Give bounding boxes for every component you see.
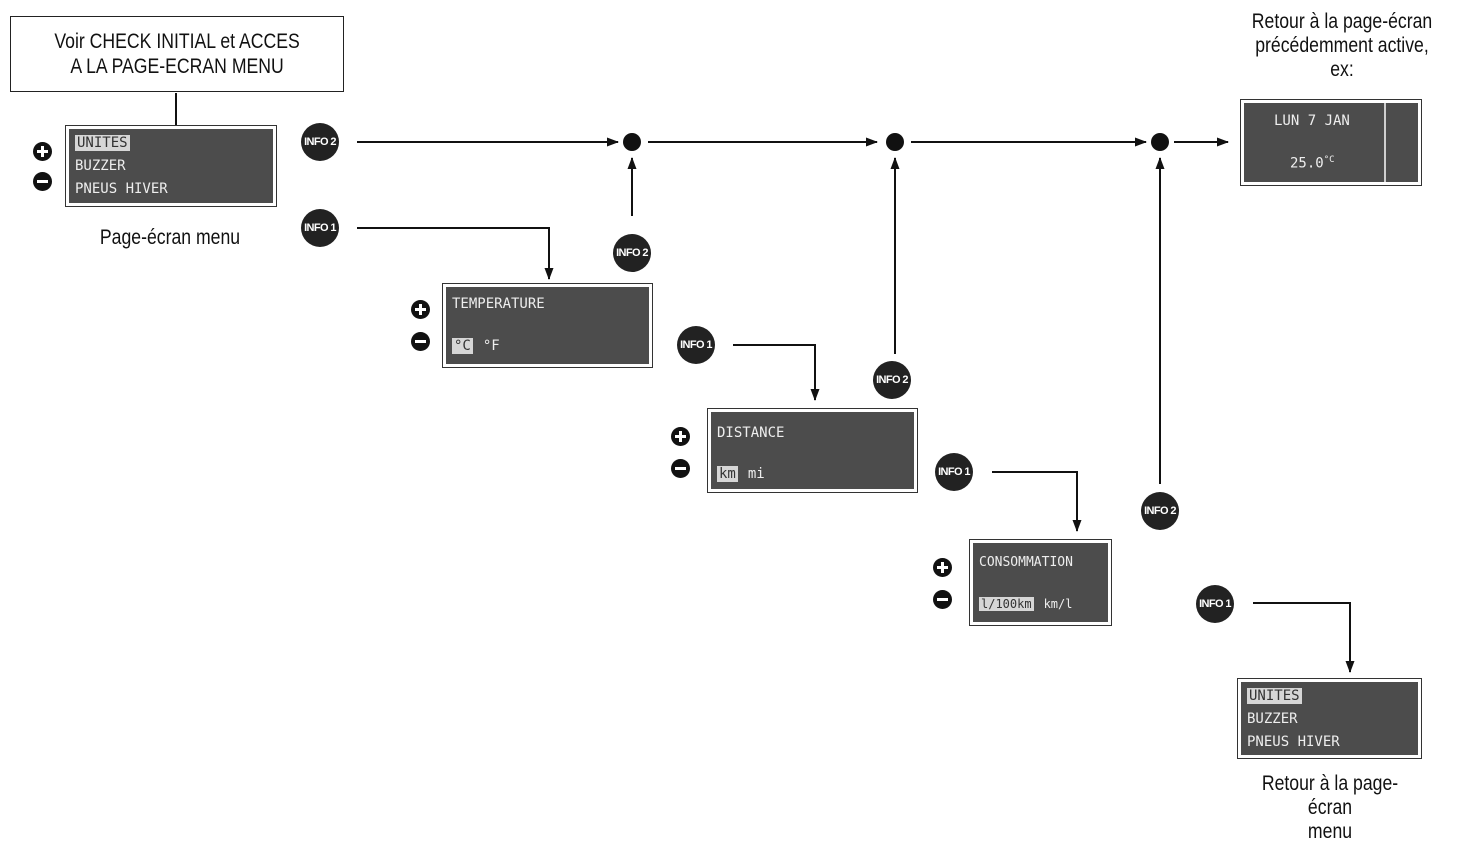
info2-button: INFO 2 (613, 234, 651, 272)
temperature-screen: TEMPERATURE °C °F (442, 283, 653, 368)
start-line-1: Voir CHECK INITIAL et ACCES (54, 30, 300, 53)
menu-item-pneus-hiver: PNEUS HIVER (1247, 734, 1340, 750)
junction-dot-1 (623, 133, 641, 151)
menu-screen: UNITES BUZZER PNEUS HIVER (65, 125, 277, 207)
return-menu-line-1: Retour à la page-écran (1261, 772, 1399, 819)
plus-icon (33, 142, 52, 161)
return-menu-line-2: menu (1307, 820, 1353, 843)
temperature-title: TEMPERATURE (452, 296, 545, 312)
example-temperature-unit: °C (1323, 155, 1335, 165)
info1-to-consumption-arrow (992, 471, 1082, 532)
plus-icon (411, 300, 430, 319)
plus-icon (933, 558, 952, 577)
minus-icon (411, 332, 430, 351)
menu-item-buzzer: BUZZER (1247, 711, 1298, 727)
menu-item-buzzer: BUZZER (75, 158, 126, 174)
plus-icon (671, 427, 690, 446)
flow-connectors (175, 93, 1355, 673)
info1-button: INFO 1 (677, 326, 715, 364)
return-active-line-2: précédemment active, (1255, 34, 1429, 57)
option-fahrenheit: °F (482, 338, 500, 354)
info1-button: INFO 1 (1196, 585, 1234, 623)
return-active-line-3: ex: (1330, 58, 1354, 81)
option-celsius: °C (452, 338, 473, 354)
minus-icon (33, 172, 52, 191)
start-instruction-box: Voir CHECK INITIAL et ACCES A LA PAGE-EC… (10, 16, 344, 92)
info2-button: INFO 2 (301, 123, 339, 161)
example-temperature: 25.0 (1290, 155, 1324, 172)
option-mi: mi (747, 466, 765, 482)
info2-button: INFO 2 (873, 361, 911, 399)
return-active-caption: Retour à la page-écran précédemment acti… (1246, 10, 1438, 82)
minus-icon (671, 459, 690, 478)
menu-screen-caption: Page-écran menu (99, 226, 241, 249)
return-active-line-1: Retour à la page-écran (1251, 10, 1433, 33)
option-km: km (717, 466, 738, 482)
menu-item-unites: UNITES (1247, 688, 1302, 704)
info1-button: INFO 1 (301, 209, 339, 247)
return-menu-caption: Retour à la page-écran menu (1246, 772, 1414, 844)
junction-dot-3 (1151, 133, 1169, 151)
info1-to-distance-arrow (733, 344, 820, 401)
option-l-per-100km: l/100km (979, 597, 1034, 611)
option-km-per-l: km/l (1043, 597, 1073, 611)
example-active-screen: LUN 7 JAN 25.0°C (1240, 99, 1422, 186)
info1-button: INFO 1 (935, 453, 973, 491)
info1-to-menu-return-arrow (1253, 602, 1355, 673)
consumption-screen: CONSOMMATION l/100km km/l (969, 539, 1112, 626)
menu-item-unites: UNITES (75, 135, 130, 151)
minus-icon (933, 590, 952, 609)
distance-title: DISTANCE (717, 425, 785, 441)
menu-item-pneus-hiver: PNEUS HIVER (75, 181, 168, 197)
info1-to-temperature-arrow (357, 227, 554, 280)
info2-button: INFO 2 (1141, 492, 1179, 530)
menu-return-screen: UNITES BUZZER PNEUS HIVER (1237, 678, 1422, 759)
start-line-2: A LA PAGE-ECRAN MENU (70, 55, 284, 78)
consumption-title: CONSOMMATION (979, 555, 1073, 570)
junction-dot-2 (886, 133, 904, 151)
example-date: LUN 7 JAN (1274, 113, 1350, 129)
